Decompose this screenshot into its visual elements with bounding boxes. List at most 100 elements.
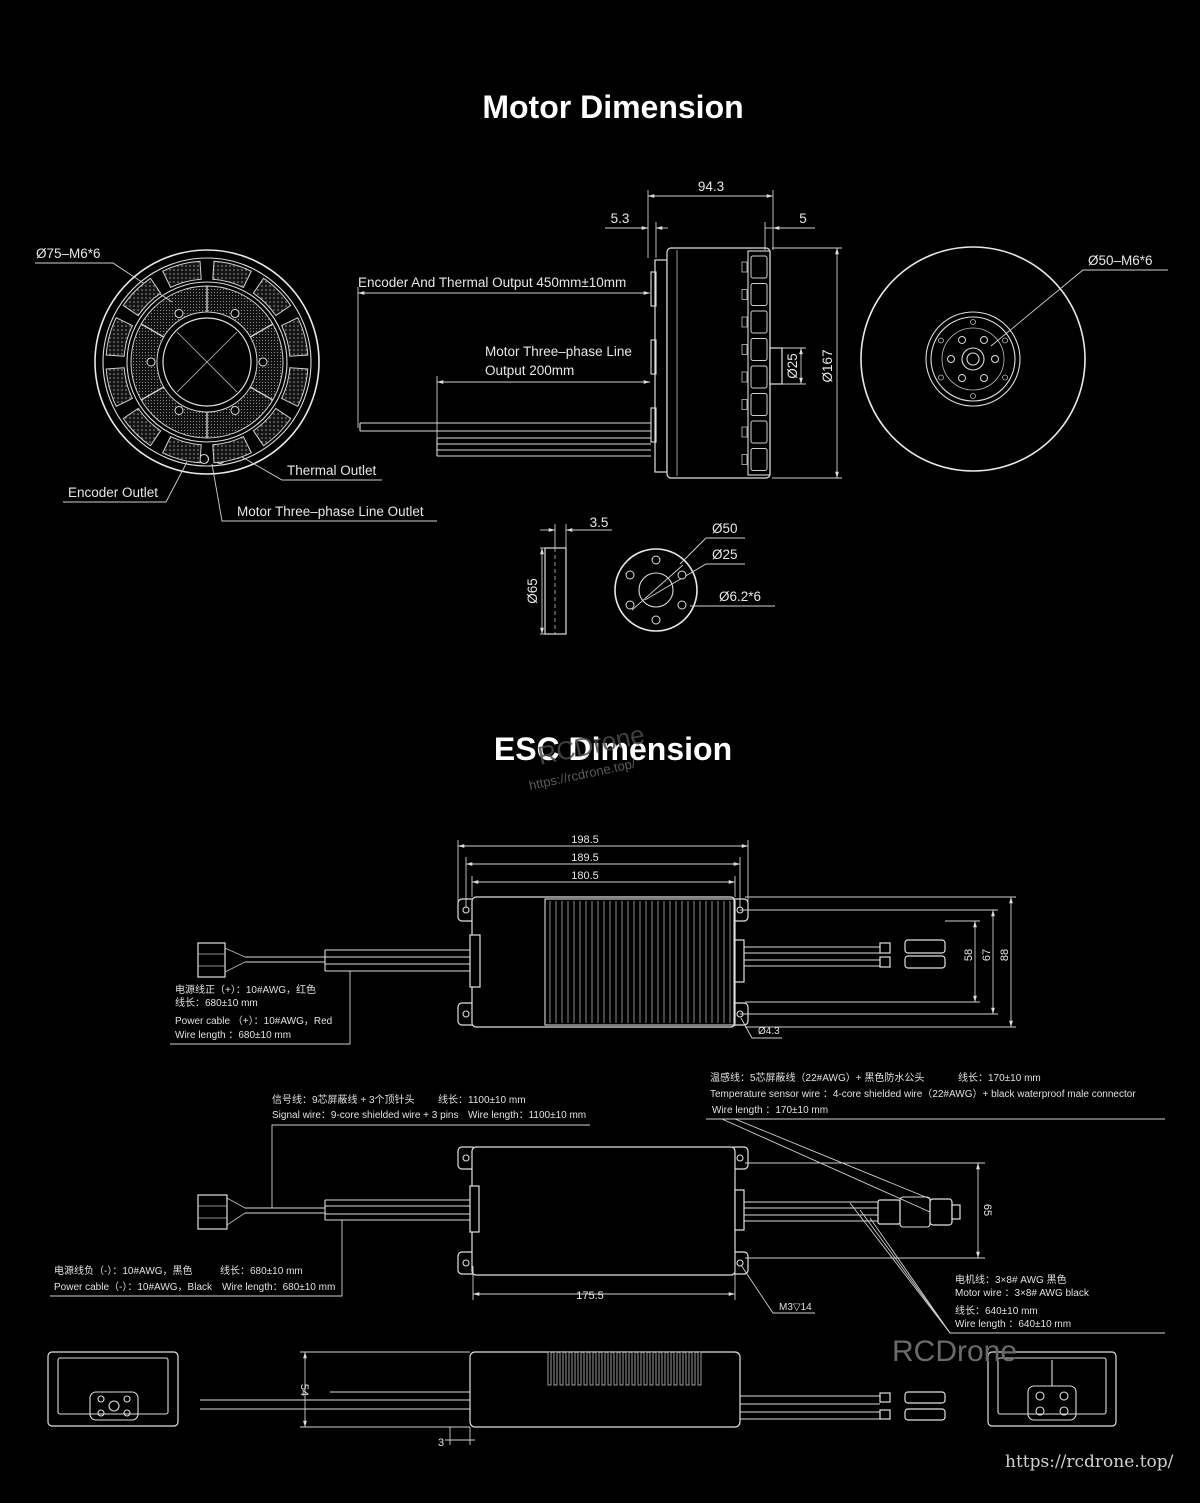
side-heatsink-fin — [691, 1351, 696, 1386]
esc-end-view-inner — [997, 1357, 1107, 1415]
esc-body — [471, 896, 736, 1028]
signal-wire-length-cn: 线长：1100±10 mm — [438, 1093, 526, 1106]
temperature-wire-length-cn: 线长：170±10 mm — [958, 1071, 1041, 1084]
plate-side-view — [544, 547, 567, 635]
motor-center-diagonal — [176, 331, 238, 393]
brand-watermark: RCDrone — [892, 1335, 1017, 1368]
power-positive-note-cn: 电源线正（+）：10#AWG，红色 — [175, 983, 316, 996]
rear-outer-rim — [860, 246, 1086, 472]
connector-pin — [1059, 1406, 1069, 1416]
side-heatsink-fin — [577, 1351, 582, 1386]
rear-hub-inner-ring — [941, 327, 1005, 391]
plate-bolt-hole — [677, 600, 687, 610]
rotor-notch — [741, 261, 748, 273]
plate-center-diagonal — [631, 564, 684, 611]
plate-bolt-hole — [625, 600, 635, 610]
plate-bolt-hole — [651, 615, 661, 625]
waterproof-connector — [904, 955, 946, 969]
flange-tab — [650, 407, 657, 443]
plate-diameter-label: Ø65 — [525, 578, 540, 604]
esc-hole-spacing-label: 175.5 — [576, 1290, 604, 1302]
power-positive-length-cn: 线长：680±10 mm — [175, 996, 258, 1009]
temperature-wire-leader — [734, 1118, 946, 1206]
stator-fin — [105, 317, 134, 357]
connector-pin — [123, 1409, 131, 1417]
rotor-segment — [750, 393, 768, 416]
phase-line-outlet-label: Motor Three–phase Line Outlet — [237, 504, 424, 519]
rear-hub-ring — [930, 316, 1016, 402]
inner-ring-divider — [140, 323, 165, 338]
rotor-notch — [741, 399, 748, 410]
side-heatsink-fin — [661, 1351, 666, 1386]
rear-hub — [925, 311, 1021, 407]
esc-middle-view: 温感线：5芯屏蔽线（22#AWG）+ 黑色防水公头 线长：170±10 mm T… — [50, 1071, 1165, 1334]
wire-terminal — [879, 1409, 891, 1420]
mount-hole — [462, 1154, 470, 1162]
esc-right-connector — [734, 939, 745, 983]
motor-dimension-section: Motor Dimension Ø75–M6*6 Thermal Outlet … — [35, 89, 1168, 635]
motor-wire-length-cn: 线长：640±10 mm — [955, 1304, 1038, 1317]
temperature-wire-leader — [721, 1118, 931, 1213]
side-heatsink-fin — [643, 1351, 648, 1386]
wire-terminal — [879, 942, 891, 954]
side-heatsink-fin — [655, 1351, 660, 1386]
wire-terminal — [879, 1392, 891, 1403]
stator-fin — [212, 435, 252, 464]
rotor-notch — [741, 371, 748, 383]
shaft-diameter-label: Ø25 — [785, 353, 800, 379]
stator-fin — [212, 260, 252, 289]
rotor-segment — [750, 255, 768, 279]
bolt-hole — [958, 374, 966, 383]
esc-body — [471, 1146, 736, 1276]
hub-hole — [1002, 374, 1008, 381]
mount-hole — [146, 357, 156, 367]
signal-wire-leader — [271, 1124, 590, 1208]
side-heatsink-fin — [553, 1351, 558, 1386]
bolt-hole — [947, 355, 955, 363]
side-heatsink-fin — [649, 1351, 654, 1386]
mount-hole — [230, 309, 240, 319]
motor-wire-note-cn: 电机线：3×8# AWG 黑色 — [955, 1273, 1067, 1286]
rotor-segment — [750, 283, 768, 306]
stator-fin — [105, 367, 134, 407]
esc-end-view-inner — [57, 1357, 169, 1415]
inner-ring-divider — [249, 323, 274, 338]
flange-tab — [650, 271, 657, 307]
esc-side-height-label: 54 — [298, 1384, 310, 1396]
temperature-wire-note-cn: 温感线：5芯屏蔽线（22#AWG）+ 黑色防水公头 — [710, 1071, 924, 1084]
side-heatsink-fin — [673, 1351, 678, 1386]
side-heatsink-fin — [697, 1351, 702, 1386]
signal-wire-fanout — [224, 947, 246, 958]
power-negative-leader — [50, 1220, 343, 1297]
thread-spec-label: M3▽14 — [779, 1302, 812, 1313]
motor-flange — [654, 259, 668, 473]
motor-wire-note-en: Motor wire ：3×8# AWG black — [955, 1288, 1090, 1299]
url-watermark: https://rcdrone.top/ — [1005, 1452, 1174, 1472]
connector-pin — [1035, 1406, 1045, 1416]
stator-fin — [122, 407, 162, 447]
flange-thickness-label: 5.3 — [611, 211, 630, 226]
motor-front-view: Ø75–M6*6 Thermal Outlet Encoder Outlet M… — [35, 246, 437, 522]
encoder-output-label: Encoder And Thermal Output 450mm±10mm — [358, 275, 626, 290]
rotor-segment — [750, 448, 768, 471]
power-negative-length-cn: 线长：680±10 mm — [220, 1264, 303, 1277]
hub-hole — [970, 319, 976, 325]
phase-line-outlet-leader — [211, 463, 437, 522]
temperature-wire-length-en: Wire length ：170±10 mm — [712, 1105, 828, 1116]
connector-pin — [97, 1409, 105, 1417]
temperature-connector-body — [899, 1196, 931, 1228]
phase-output-label: Output 200mm — [485, 363, 574, 378]
side-heatsink-fin — [685, 1351, 690, 1386]
hole-diameter-leader — [740, 1017, 782, 1039]
mount-hole — [174, 309, 184, 319]
motor-stator-ring — [126, 281, 288, 443]
motor-rear-view: Ø50–M6*6 — [860, 246, 1168, 472]
motor-inner-hatched-ring — [130, 285, 284, 439]
temperature-connector-head — [929, 1198, 953, 1226]
esc-section-title: ESC Dimension — [494, 731, 732, 767]
power-positive-leader — [170, 971, 351, 1045]
connector-pin — [97, 1395, 105, 1403]
signal-wire-note-cn: 信号线：9芯屏蔽线 + 3个顶针头 — [272, 1093, 415, 1106]
power-negative-note-cn: 电源线负（-）：10#AWG，黑色 — [54, 1264, 193, 1277]
